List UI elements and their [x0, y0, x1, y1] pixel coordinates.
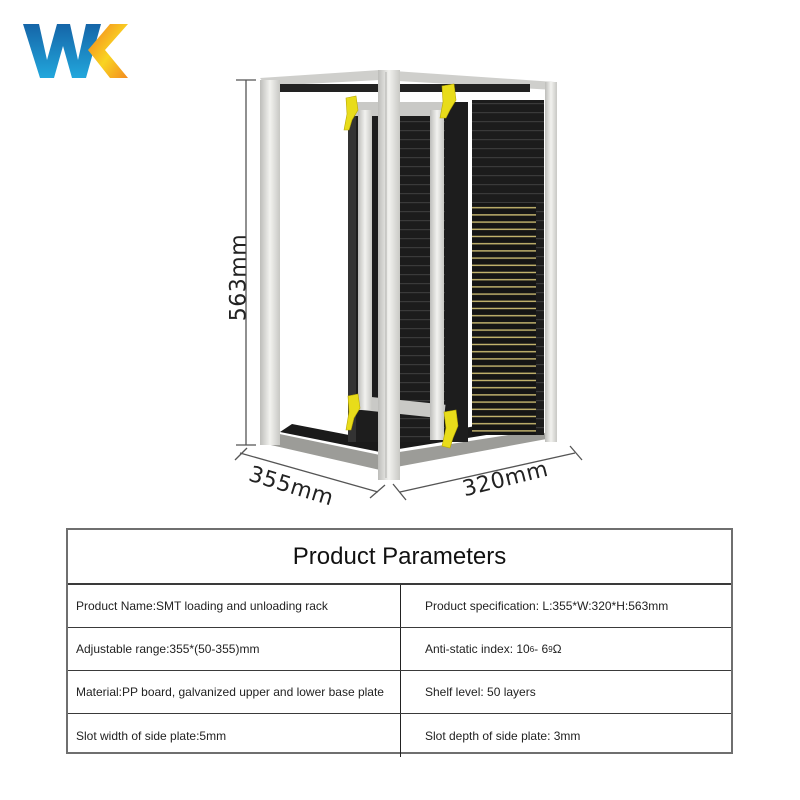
param-product-specification: Product specification: L:355*W:320*H:563… [425, 599, 669, 613]
yellow-clamps [343, 83, 459, 449]
height-dimension-label: 563mm [226, 233, 252, 322]
wk-brand-logo [23, 24, 128, 78]
logo-w-shape [23, 24, 101, 78]
table-header: Product Parameters [68, 530, 731, 585]
height-dimension-line [236, 79, 256, 446]
param-slot-depth: Slot depth of side plate: 3mm [425, 728, 581, 743]
logo-k-chevron [88, 24, 128, 78]
table-row: Material:PP board, galvanized upper and … [68, 671, 731, 714]
param-material: Material:PP board, galvanized upper and … [68, 671, 401, 713]
param-shelf-level: Shelf level: 50 layers [425, 685, 536, 699]
table-row: Adjustable range:355*(50-355)mm Anti-sta… [68, 628, 731, 671]
table-title: Product Parameters [292, 542, 507, 570]
smt-rack-illustration [234, 70, 583, 501]
width-dimension-line [392, 445, 583, 501]
anti-static-mid: - 6 [534, 642, 549, 656]
table-row: Product Name:SMT loading and unloading r… [68, 585, 731, 628]
anti-static-prefix: Anti-static index: 10 [425, 642, 530, 656]
anti-static-exp1: 6 [529, 644, 535, 654]
param-adjustable-range: Adjustable range:355*(50-355)mm [68, 628, 401, 670]
param-product-name: Product Name:SMT loading and unloading r… [68, 585, 401, 627]
product-parameters-table: Product Parameters Product Name:SMT load… [66, 528, 733, 757]
table-row: Slot width of side plate:5mm Slot depth … [68, 714, 731, 757]
anti-static-exp2: 9 [548, 644, 553, 654]
front-left-post [260, 80, 280, 445]
param-slot-width: Slot width of side plate:5mm [68, 714, 401, 757]
front-middle-post [378, 70, 400, 480]
rack-base [262, 430, 552, 470]
ohm-symbol: Ω [552, 642, 562, 656]
depth-dimension-line [234, 447, 386, 499]
